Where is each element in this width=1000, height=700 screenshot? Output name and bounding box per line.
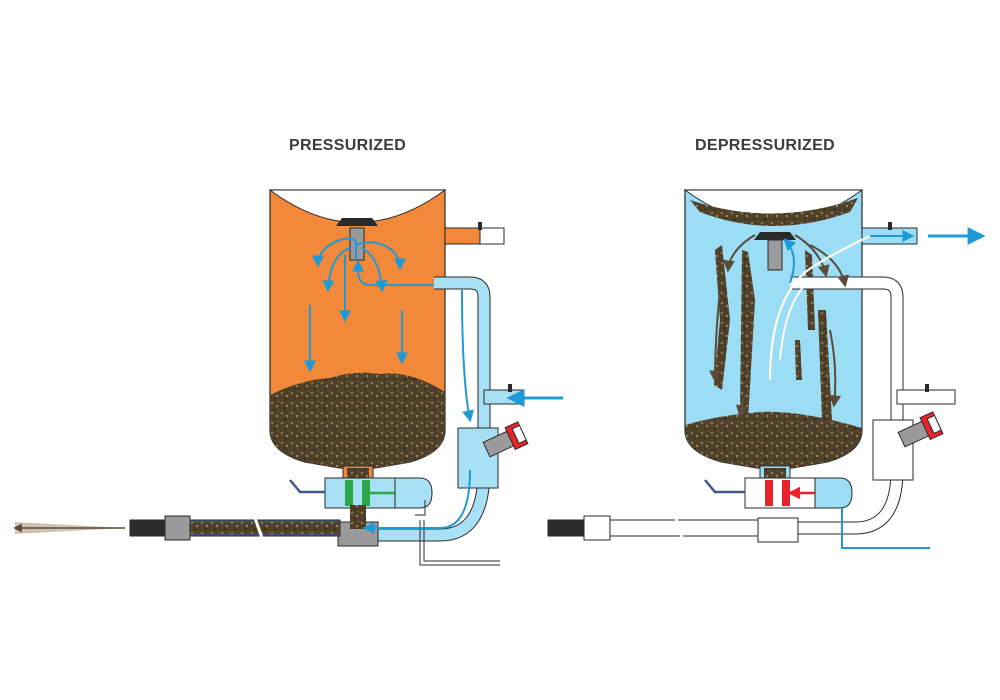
pressurized-panel [13, 189, 563, 566]
depressurized-panel [547, 189, 986, 549]
diaphragm-left [394, 477, 433, 509]
air-flow-arrows-left [304, 237, 475, 534]
popup-valve-right [767, 239, 783, 271]
pilot-valve-left [457, 427, 499, 489]
falling-media-right [714, 245, 832, 420]
diaphragm-right [814, 477, 853, 509]
media-bed-left [270, 372, 445, 468]
mixing-tee-right [757, 517, 799, 543]
flow-arrows-right [709, 234, 871, 418]
popup-seal-left [336, 218, 378, 226]
depressurized-title: DEPRESSURIZED [695, 137, 835, 154]
control-line-right [841, 508, 930, 549]
pressurized-title: PRESSURIZED [289, 137, 407, 154]
